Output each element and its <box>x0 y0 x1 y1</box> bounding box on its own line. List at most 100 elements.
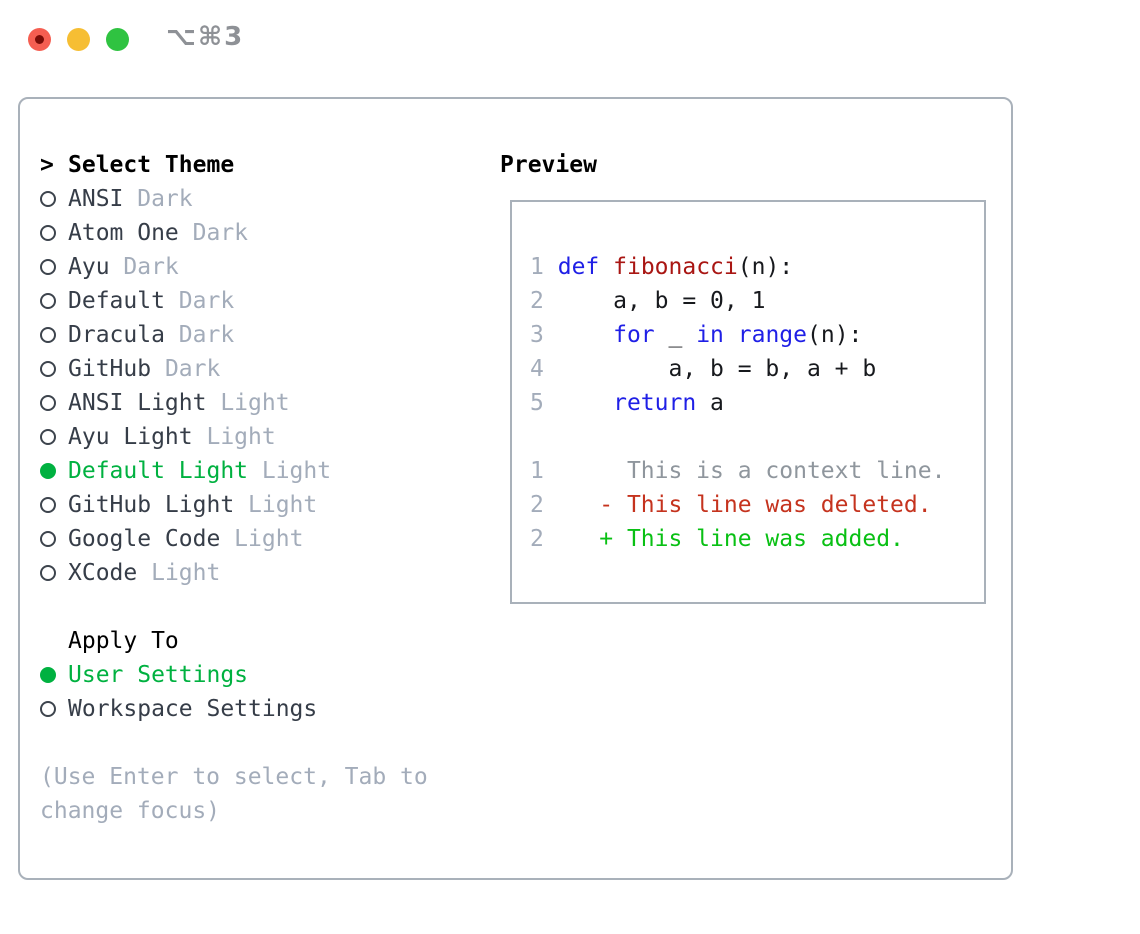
theme-option-ansi-light[interactable]: ANSI Light Light <box>40 386 472 420</box>
cursor-icon: > <box>40 152 54 178</box>
preview-header: Preview <box>500 152 597 178</box>
radio-icon <box>40 225 56 241</box>
apply-to-list: User Settings Workspace Settings <box>40 658 472 726</box>
theme-variant-badge: Dark <box>151 356 221 382</box>
theme-option-ayu-light[interactable]: Ayu Light Light <box>40 420 472 454</box>
line-number: 5 <box>530 390 544 416</box>
theme-option-xcode[interactable]: XCode Light <box>40 556 472 590</box>
radio-icon <box>40 191 56 207</box>
preview-line: 2 a, b = 0, 1 <box>530 284 984 318</box>
apply-option-user-settings[interactable]: User Settings <box>40 658 472 692</box>
line-number: 4 <box>530 356 544 382</box>
theme-variant-badge: Light <box>206 390 290 416</box>
line-number: 1 <box>530 254 544 280</box>
code-segment <box>544 254 558 280</box>
theme-variant-badge: Light <box>220 526 304 552</box>
code-segment: (n): <box>807 322 863 348</box>
select-theme-header: Select Theme <box>68 152 235 178</box>
apply-to-header-row: Apply To <box>40 624 472 658</box>
unsaved-dot-icon <box>35 35 44 44</box>
radio-selected-icon <box>40 667 56 683</box>
preview-line: 1 def fibonacci(n): <box>530 250 984 284</box>
theme-name: Ayu <box>68 254 110 280</box>
preview-line: 2 + This line was added. <box>530 522 984 556</box>
radio-icon <box>40 361 56 377</box>
code-segment: This is a context line. <box>543 458 946 484</box>
line-number: 3 <box>530 322 544 348</box>
radio-icon <box>40 565 56 581</box>
zoom-button[interactable] <box>106 28 129 51</box>
theme-option-dracula[interactable]: Dracula Dark <box>40 318 472 352</box>
apply-option-workspace-settings[interactable]: Workspace Settings <box>40 692 472 726</box>
theme-option-atom-one[interactable]: Atom One Dark <box>40 216 472 250</box>
code-segment: a, b = 0, 1 <box>543 288 766 314</box>
theme-variant-badge: Dark <box>123 186 193 212</box>
radio-icon <box>40 293 56 309</box>
code-segment <box>724 322 738 348</box>
code-segment: a, b = b, a + b <box>543 356 877 382</box>
theme-variant-badge: Dark <box>178 220 249 246</box>
theme-option-github-light[interactable]: GitHub Light Light <box>40 488 472 522</box>
theme-variant-badge: Light <box>137 560 221 586</box>
theme-name: Dracula <box>68 322 165 348</box>
preview-line <box>530 420 984 454</box>
close-button[interactable] <box>28 28 51 51</box>
code-segment: a <box>696 390 724 416</box>
theme-variant-badge: Dark <box>109 254 179 280</box>
theme-variant-badge: Light <box>192 424 276 450</box>
code-segment: in <box>696 322 724 348</box>
code-segment: _ <box>654 322 697 348</box>
theme-name: Ayu Light <box>68 424 193 450</box>
theme-option-default-light[interactable]: Default Light Light <box>40 454 472 488</box>
line-number: 2 <box>530 526 544 552</box>
preview-line: 1 This is a context line. <box>530 454 984 488</box>
theme-kitten-panel: > Select Theme ANSI Dark Atom One Dark A… <box>18 97 1013 880</box>
theme-option-github[interactable]: GitHub Dark <box>40 352 472 386</box>
line-number: 1 <box>530 458 544 484</box>
theme-list: ANSI Dark Atom One Dark Ayu Dark Default… <box>40 182 472 590</box>
theme-name: GitHub <box>68 356 152 382</box>
theme-option-google-code[interactable]: Google Code Light <box>40 522 472 556</box>
theme-name: ANSI Light <box>68 390 207 416</box>
theme-variant-badge: Dark <box>164 322 235 348</box>
theme-option-ayu[interactable]: Ayu Dark <box>40 250 472 284</box>
preview-line: 5 return a <box>530 386 984 420</box>
apply-option-label: Workspace Settings <box>68 696 318 722</box>
theme-name: Google Code <box>68 526 221 552</box>
code-segment: fibonacci <box>613 254 738 280</box>
code-segment: range <box>737 322 808 348</box>
theme-name: Default <box>68 288 165 314</box>
code-segment: for <box>613 322 655 348</box>
radio-icon <box>40 259 56 275</box>
radio-icon <box>40 701 56 717</box>
preview-line: 2 - This line was deleted. <box>530 488 984 522</box>
theme-option-default[interactable]: Default Dark <box>40 284 472 318</box>
window-title: ⌥⌘3 <box>166 22 245 52</box>
line-number: 2 <box>530 288 544 314</box>
theme-name: Atom One <box>68 220 179 246</box>
theme-variant-badge: Light <box>248 458 332 484</box>
radio-icon <box>40 429 56 445</box>
theme-list-column: > Select Theme ANSI Dark Atom One Dark A… <box>40 148 472 828</box>
code-segment: - This line was deleted. <box>543 492 932 518</box>
theme-option-ansi[interactable]: ANSI Dark <box>40 182 472 216</box>
radio-icon <box>40 497 56 513</box>
apply-option-label: User Settings <box>68 662 249 688</box>
code-segment <box>544 390 613 416</box>
theme-name: GitHub Light <box>68 492 235 518</box>
code-segment: (n): <box>737 254 794 280</box>
minimize-button[interactable] <box>67 28 90 51</box>
theme-variant-badge: Light <box>234 492 318 518</box>
code-segment: + This line was added. <box>543 526 904 552</box>
select-theme-header-row: > Select Theme <box>40 148 472 182</box>
line-number: 2 <box>530 492 544 518</box>
theme-variant-badge: Dark <box>164 288 235 314</box>
preview-line: 3 for _ in range(n): <box>530 318 984 352</box>
radio-icon <box>40 531 56 547</box>
apply-to-header: Apply To <box>68 628 179 654</box>
radio-icon <box>40 395 56 411</box>
theme-name: Default Light <box>68 458 249 484</box>
theme-name: XCode <box>68 560 138 586</box>
keyboard-hint: (Use Enter to select, Tab to change focu… <box>40 764 442 824</box>
